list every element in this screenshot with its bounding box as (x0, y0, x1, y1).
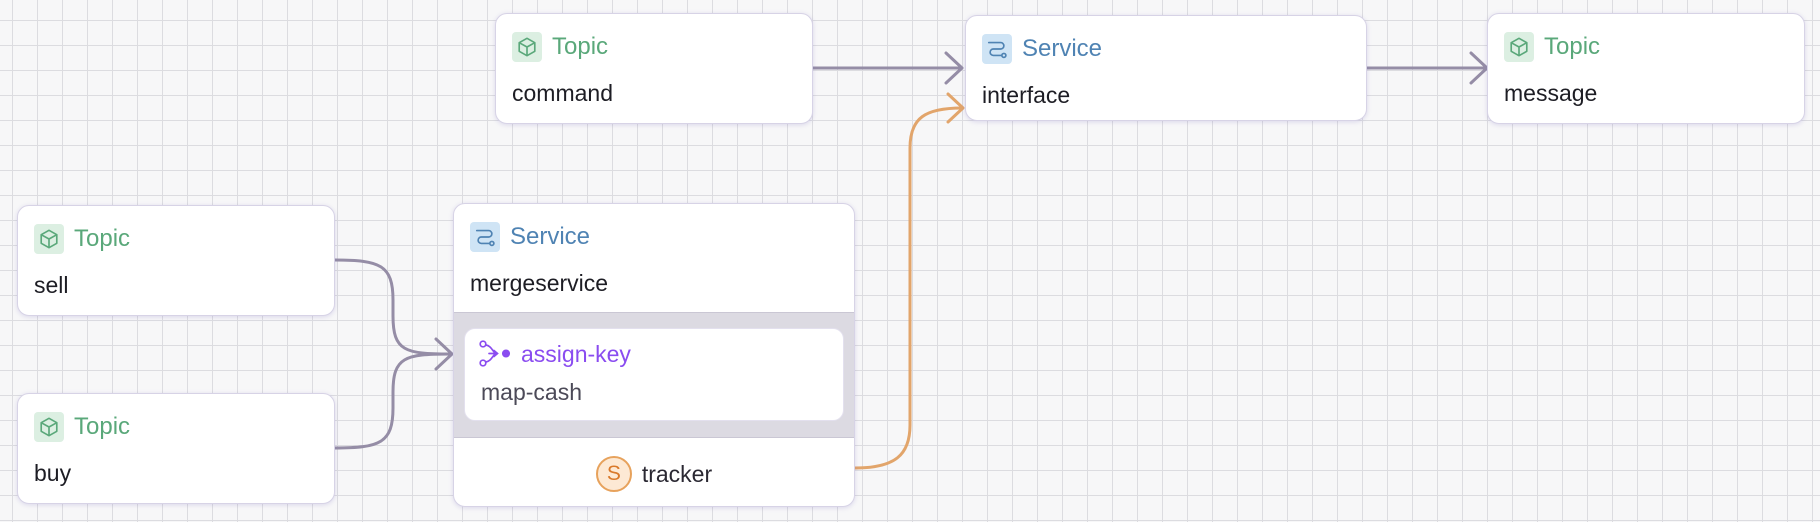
state-store-label: tracker (641, 460, 713, 487)
node-header: Topic (1504, 32, 1600, 62)
service-node-interface[interactable]: Service interface (965, 15, 1367, 121)
node-name: message (1504, 80, 1598, 106)
service-node-mergeservice[interactable]: Service mergeservice assign-key map-cash… (453, 203, 855, 507)
cube-icon (34, 412, 64, 442)
arrowhead-mergeservice-in (434, 337, 454, 371)
operator-band: assign-key map-cash (454, 312, 854, 438)
node-type-label: Topic (1544, 33, 1601, 60)
operator-card-assign-key[interactable]: assign-key map-cash (464, 328, 844, 421)
topic-node-buy[interactable]: Topic buy (17, 393, 335, 504)
topic-node-sell[interactable]: Topic sell (17, 205, 335, 316)
node-name: command (512, 80, 613, 106)
cube-icon (1504, 32, 1534, 62)
node-type-label: Topic (74, 413, 131, 440)
node-type-label: Topic (552, 33, 609, 60)
cube-icon (34, 224, 64, 254)
arrowhead-interface-state-in (946, 92, 965, 124)
node-type-label: Service (1022, 35, 1103, 62)
edge-tracker-to-interface (854, 106, 963, 470)
arrowhead-message-in (1469, 51, 1489, 85)
node-header: Topic (34, 412, 130, 442)
node-header: Service (982, 34, 1102, 64)
service-route-icon (470, 222, 500, 252)
node-header: Topic (34, 224, 130, 254)
state-store-badge: S (595, 456, 632, 492)
node-header: Topic (512, 32, 608, 62)
node-type-label: Topic (74, 225, 131, 252)
node-header: Service (470, 222, 590, 252)
node-name: interface (982, 82, 1071, 108)
cube-icon (512, 32, 542, 62)
state-store-tracker[interactable]: S tracker (454, 436, 854, 506)
operator-name: map-cash (481, 379, 582, 405)
operator-type-label: assign-key (521, 340, 631, 367)
topic-node-message[interactable]: Topic message (1487, 13, 1805, 124)
node-type-label: Service (510, 223, 591, 250)
edge-buy-to-mergeservice (334, 352, 451, 450)
topic-node-command[interactable]: Topic command (495, 13, 813, 124)
arrowhead-interface-in (944, 51, 964, 85)
node-name: mergeservice (470, 270, 609, 296)
assign-key-icon (479, 340, 511, 368)
node-name: buy (34, 460, 72, 486)
service-route-icon (982, 34, 1012, 64)
edge-sell-to-mergeservice (334, 258, 451, 356)
operator-header: assign-key (479, 339, 631, 369)
node-name: sell (34, 272, 69, 298)
